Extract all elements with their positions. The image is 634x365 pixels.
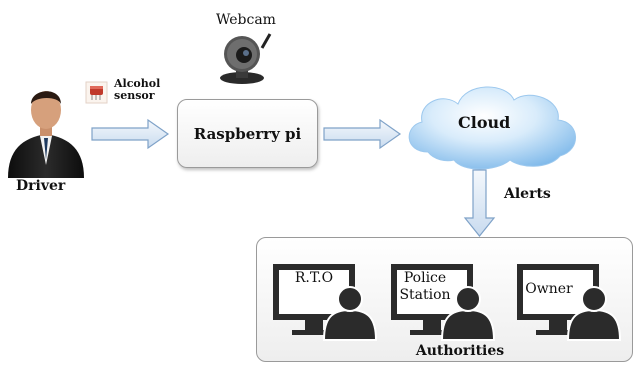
cloud-shape — [408, 86, 576, 170]
user-police-icon — [440, 286, 496, 341]
authorities-label: Authorities — [415, 343, 505, 359]
monitor-owner-label-line1: Owner — [525, 281, 573, 297]
monitor-rto-label: R.T.O — [279, 270, 349, 286]
alcohol-sensor-label: Alcohol sensor — [114, 78, 160, 102]
monitor-rto-label-line1: R.T.O — [294, 270, 334, 286]
webcam-label: Webcam — [216, 12, 276, 28]
monitor-owner-label: Owner — [523, 281, 575, 297]
driver-icon — [8, 91, 84, 178]
user-owner-icon — [566, 286, 622, 341]
raspberry-pi-box: Raspberry pi — [177, 99, 318, 168]
monitor-police-label: Police Station — [397, 270, 453, 304]
raspberry-pi-label: Raspberry pi — [193, 124, 302, 143]
arrow-driver-to-pi — [91, 118, 170, 150]
arrow-cloud-to-authorities — [463, 169, 496, 237]
alcohol-sensor-label-line2: sensor — [114, 89, 155, 102]
cloud-label: Cloud — [458, 113, 511, 132]
user-rto-icon — [322, 286, 378, 341]
alerts-label: Alerts — [504, 186, 551, 202]
alcohol-sensor-label-line1: Alcohol — [114, 77, 161, 90]
monitor-rto-icon — [273, 264, 355, 335]
alcohol-sensor-icon — [85, 81, 108, 104]
webcam-icon — [220, 33, 272, 84]
monitor-police-label-line1: Police — [403, 270, 447, 286]
driver-label: Driver — [16, 178, 66, 194]
arrow-pi-to-cloud — [323, 118, 402, 150]
monitor-police-label-line2: Station — [399, 287, 451, 303]
